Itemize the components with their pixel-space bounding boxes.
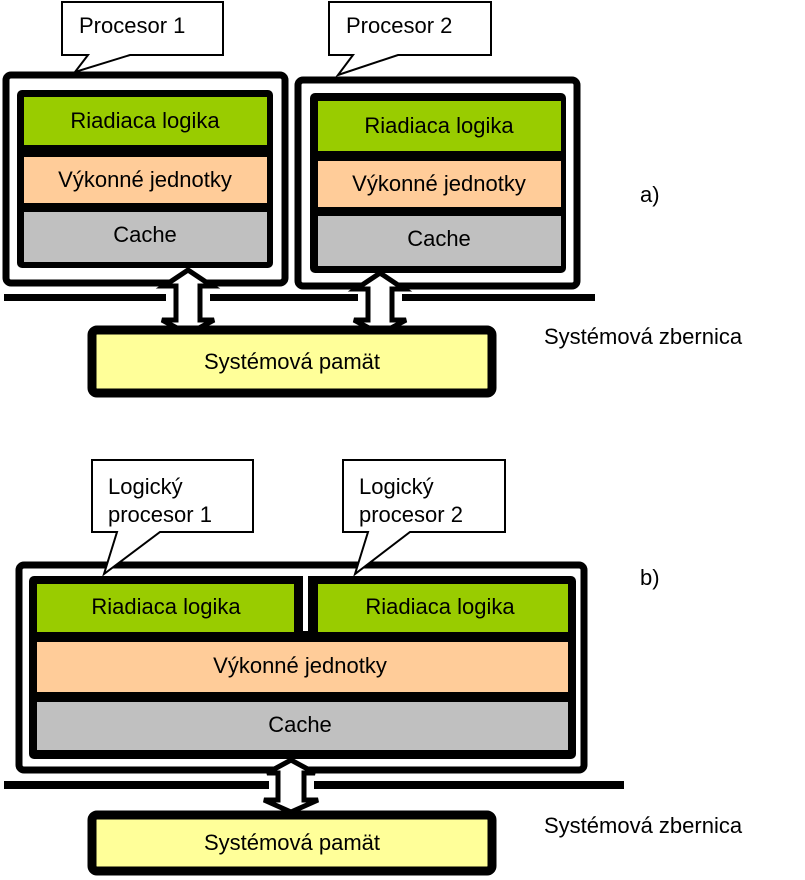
processor-1-execution-units-label: Výkonné jednotky bbox=[58, 167, 232, 192]
logical-processor-1-callout-line1: Logický bbox=[108, 474, 183, 499]
system-bus-a-middle bbox=[210, 294, 358, 301]
processor-2-callout-label: Procesor 2 bbox=[346, 13, 452, 38]
logical-processor-2-control-logic-label: Riadiaca logika bbox=[365, 594, 515, 619]
logical-processor-1-control-logic-label: Riadiaca logika bbox=[91, 594, 241, 619]
system-memory-b-label: Systémová pamät bbox=[204, 830, 380, 855]
processor-2-cache-label: Cache bbox=[407, 226, 471, 251]
shared-execution-units-label: Výkonné jednotky bbox=[213, 653, 387, 678]
system-bus-b-left bbox=[4, 781, 269, 789]
diagram-b-tag: b) bbox=[640, 565, 660, 590]
logical-processor-2-callout-line2: procesor 2 bbox=[359, 502, 463, 527]
logical-processor-1-callout-line2: procesor 1 bbox=[108, 502, 212, 527]
logical-processor-2-callout-line1: Logický bbox=[359, 474, 434, 499]
processor-2-control-logic-block bbox=[318, 101, 561, 151]
processor-2-execution-units-label: Výkonné jednotky bbox=[352, 171, 526, 196]
control-logic-separator bbox=[303, 576, 308, 631]
diagram-b: Riadiaca logika Riadiaca logika Výkonné … bbox=[4, 459, 743, 876]
processor-1-cache-label: Cache bbox=[113, 222, 177, 247]
bidirectional-arrow-icon bbox=[347, 269, 413, 337]
logical-processor-1-callout bbox=[91, 459, 254, 577]
diagram-a-tag: a) bbox=[640, 182, 660, 207]
system-memory-a-block bbox=[87, 325, 497, 398]
system-bus-a-left bbox=[4, 294, 166, 301]
bidirectional-arrow-icon bbox=[155, 266, 221, 337]
shared-execution-units-block bbox=[37, 642, 568, 692]
shared-cache-block bbox=[37, 702, 568, 750]
processor-1-execution-units-block bbox=[24, 157, 267, 203]
system-bus-b-right bbox=[314, 781, 624, 789]
processor-1-callout bbox=[61, 1, 224, 74]
processor-2-cache-block bbox=[318, 216, 561, 266]
processor-2-control-logic-label: Riadiaca logika bbox=[364, 113, 514, 138]
bidirectional-arrow-icon bbox=[262, 757, 320, 815]
logical-processor-2-control-logic-block bbox=[318, 584, 568, 632]
system-memory-a-label: Systémová pamät bbox=[204, 349, 380, 374]
logical-processor-1-control-logic-block bbox=[37, 584, 294, 632]
system-memory-b-block bbox=[87, 810, 497, 876]
processor-1-control-logic-label: Riadiaca logika bbox=[70, 108, 220, 133]
system-bus-a-label: Systémová zbernica bbox=[544, 324, 743, 349]
processor-2-callout bbox=[328, 1, 492, 77]
processor-1-control-logic-block bbox=[24, 97, 267, 145]
system-bus-b-label: Systémová zbernica bbox=[544, 813, 743, 838]
logical-processor-2-callout bbox=[342, 459, 506, 577]
system-bus-a-right bbox=[402, 294, 595, 301]
processor-1-callout-label: Procesor 1 bbox=[79, 13, 185, 38]
shared-cache-label: Cache bbox=[268, 712, 332, 737]
processor-1-cache-block bbox=[24, 212, 267, 262]
processor-2-execution-units-block bbox=[318, 161, 561, 207]
diagram-a: Riadiaca logika Výkonné jednotky Cache P… bbox=[2, 1, 743, 398]
